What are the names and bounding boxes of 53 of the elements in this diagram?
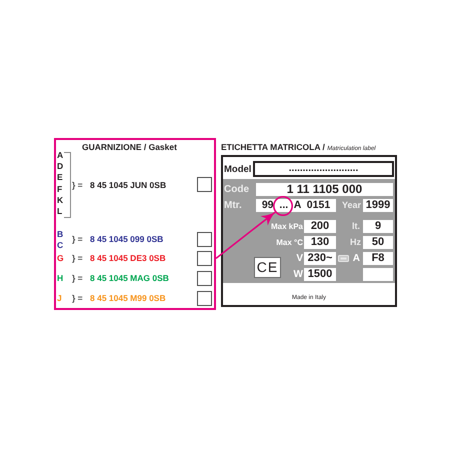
variant-letter: A: [57, 150, 64, 160]
part-code: 8 45 1045 M99 0SB: [90, 293, 166, 303]
brace-equals: } =: [72, 253, 83, 263]
brace-equals: } =: [72, 293, 83, 303]
brace-equals: } =: [72, 273, 83, 283]
variant-letter: C: [57, 240, 64, 250]
checkbox: [197, 177, 212, 192]
variant-letter: H: [57, 273, 64, 283]
field-label: Code: [224, 183, 249, 196]
part-code: 8 45 1045 MAG 0SB: [90, 273, 169, 283]
value-field: 99 ... A 0151: [256, 199, 336, 212]
value-field: 50: [363, 236, 393, 249]
variant-letter: D: [57, 161, 64, 171]
field-label: V: [296, 252, 303, 265]
field-label: Year: [342, 199, 361, 212]
value-field: 200: [304, 220, 336, 233]
checkbox: [197, 291, 212, 306]
part-code: 8 45 1045 099 0SB: [90, 234, 164, 244]
variant-letter: K: [57, 195, 64, 205]
checkbox: [197, 271, 212, 286]
field-label: Max °C: [276, 237, 303, 249]
checkbox: [197, 232, 212, 247]
field-label: A: [352, 252, 360, 265]
variant-letter: G: [57, 253, 64, 263]
field-label: Max kPa: [270, 221, 303, 233]
panel-title: GUARNIZIONE / Gasket: [82, 142, 177, 153]
value-field: 130: [304, 236, 336, 249]
variant-letter: F: [57, 184, 62, 194]
part-code: 8 45 1045 JUN 0SB: [90, 180, 166, 190]
field-label: Model: [224, 163, 252, 176]
brace-equals: } =: [72, 180, 83, 190]
gasket-panel: [54, 138, 216, 310]
value-field: 1 11 1105 000: [256, 183, 393, 196]
variant-letter: J: [57, 293, 62, 303]
brace-equals: } =: [72, 234, 83, 244]
value-field: 9: [363, 220, 393, 233]
variant-letter: L: [57, 206, 62, 216]
variant-letter: E: [57, 172, 63, 182]
part-code: 8 45 1045 DE3 0SB: [90, 253, 166, 263]
field-label: W: [294, 268, 303, 281]
value-field: 1999: [363, 199, 393, 212]
empty-field: [363, 268, 393, 281]
checkbox: [197, 251, 212, 266]
model-field: .........................: [253, 161, 394, 177]
value-field: 230~: [304, 252, 336, 265]
field-label: lt.: [352, 220, 360, 233]
ce-mark: CE: [254, 257, 281, 278]
highlight-circle: [273, 196, 293, 216]
variant-letter: B: [57, 229, 64, 239]
field-label: Mtr.: [224, 199, 242, 212]
value-field: 1500: [304, 268, 336, 281]
field-label: Hz: [350, 236, 361, 249]
value-field: F8: [363, 252, 393, 265]
